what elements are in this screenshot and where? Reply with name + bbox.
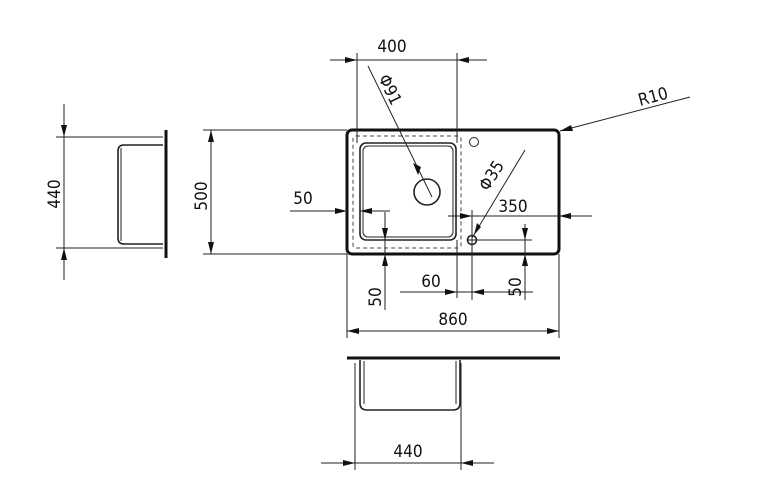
dimension-bowl-offset-left: 50 — [290, 189, 390, 214]
side-height-label: 440 — [45, 179, 65, 208]
dimension-bowl-width-top: 400 — [330, 37, 487, 143]
waste-diameter-label: Φ91 — [374, 71, 406, 108]
overall-width-label: 860 — [438, 310, 467, 330]
waste-hole — [413, 178, 441, 206]
bowl-offset-front-label: 50 — [366, 287, 386, 306]
corner-radius-label: R10 — [636, 84, 670, 111]
front-view — [347, 356, 560, 411]
gap-60-label: 60 — [421, 272, 440, 292]
dimension-bowl-width-front: 440 — [321, 363, 494, 470]
bowl-width-front-label: 440 — [393, 442, 422, 462]
dimension-gap-60: 60 — [400, 240, 533, 298]
overflow-hole — [469, 137, 479, 147]
dimension-bowl-offset-front: 50 — [366, 212, 388, 310]
dimension-tap-hole-offset: 350 — [448, 197, 592, 300]
dimension-overall-depth: 500 — [192, 129, 347, 255]
bowl-offset-left-label: 50 — [293, 189, 312, 209]
gap-50-label: 50 — [506, 277, 526, 296]
overall-depth-label: 500 — [192, 181, 212, 210]
tap-hole-diameter-label: Φ35 — [475, 157, 509, 194]
bowl-width-top-label: 400 — [377, 37, 406, 57]
leader-tap-hole-diameter: Φ35 — [471, 149, 526, 239]
dimension-gap-50: 50 — [477, 224, 532, 300]
leader-corner-radius: R10 — [559, 84, 691, 132]
dimension-overall-width: 860 — [346, 254, 560, 338]
side-view — [117, 130, 168, 258]
dimension-side-height: 440 — [45, 104, 163, 280]
top-view — [345, 128, 561, 256]
tap-hole-offset-label: 350 — [498, 197, 527, 217]
